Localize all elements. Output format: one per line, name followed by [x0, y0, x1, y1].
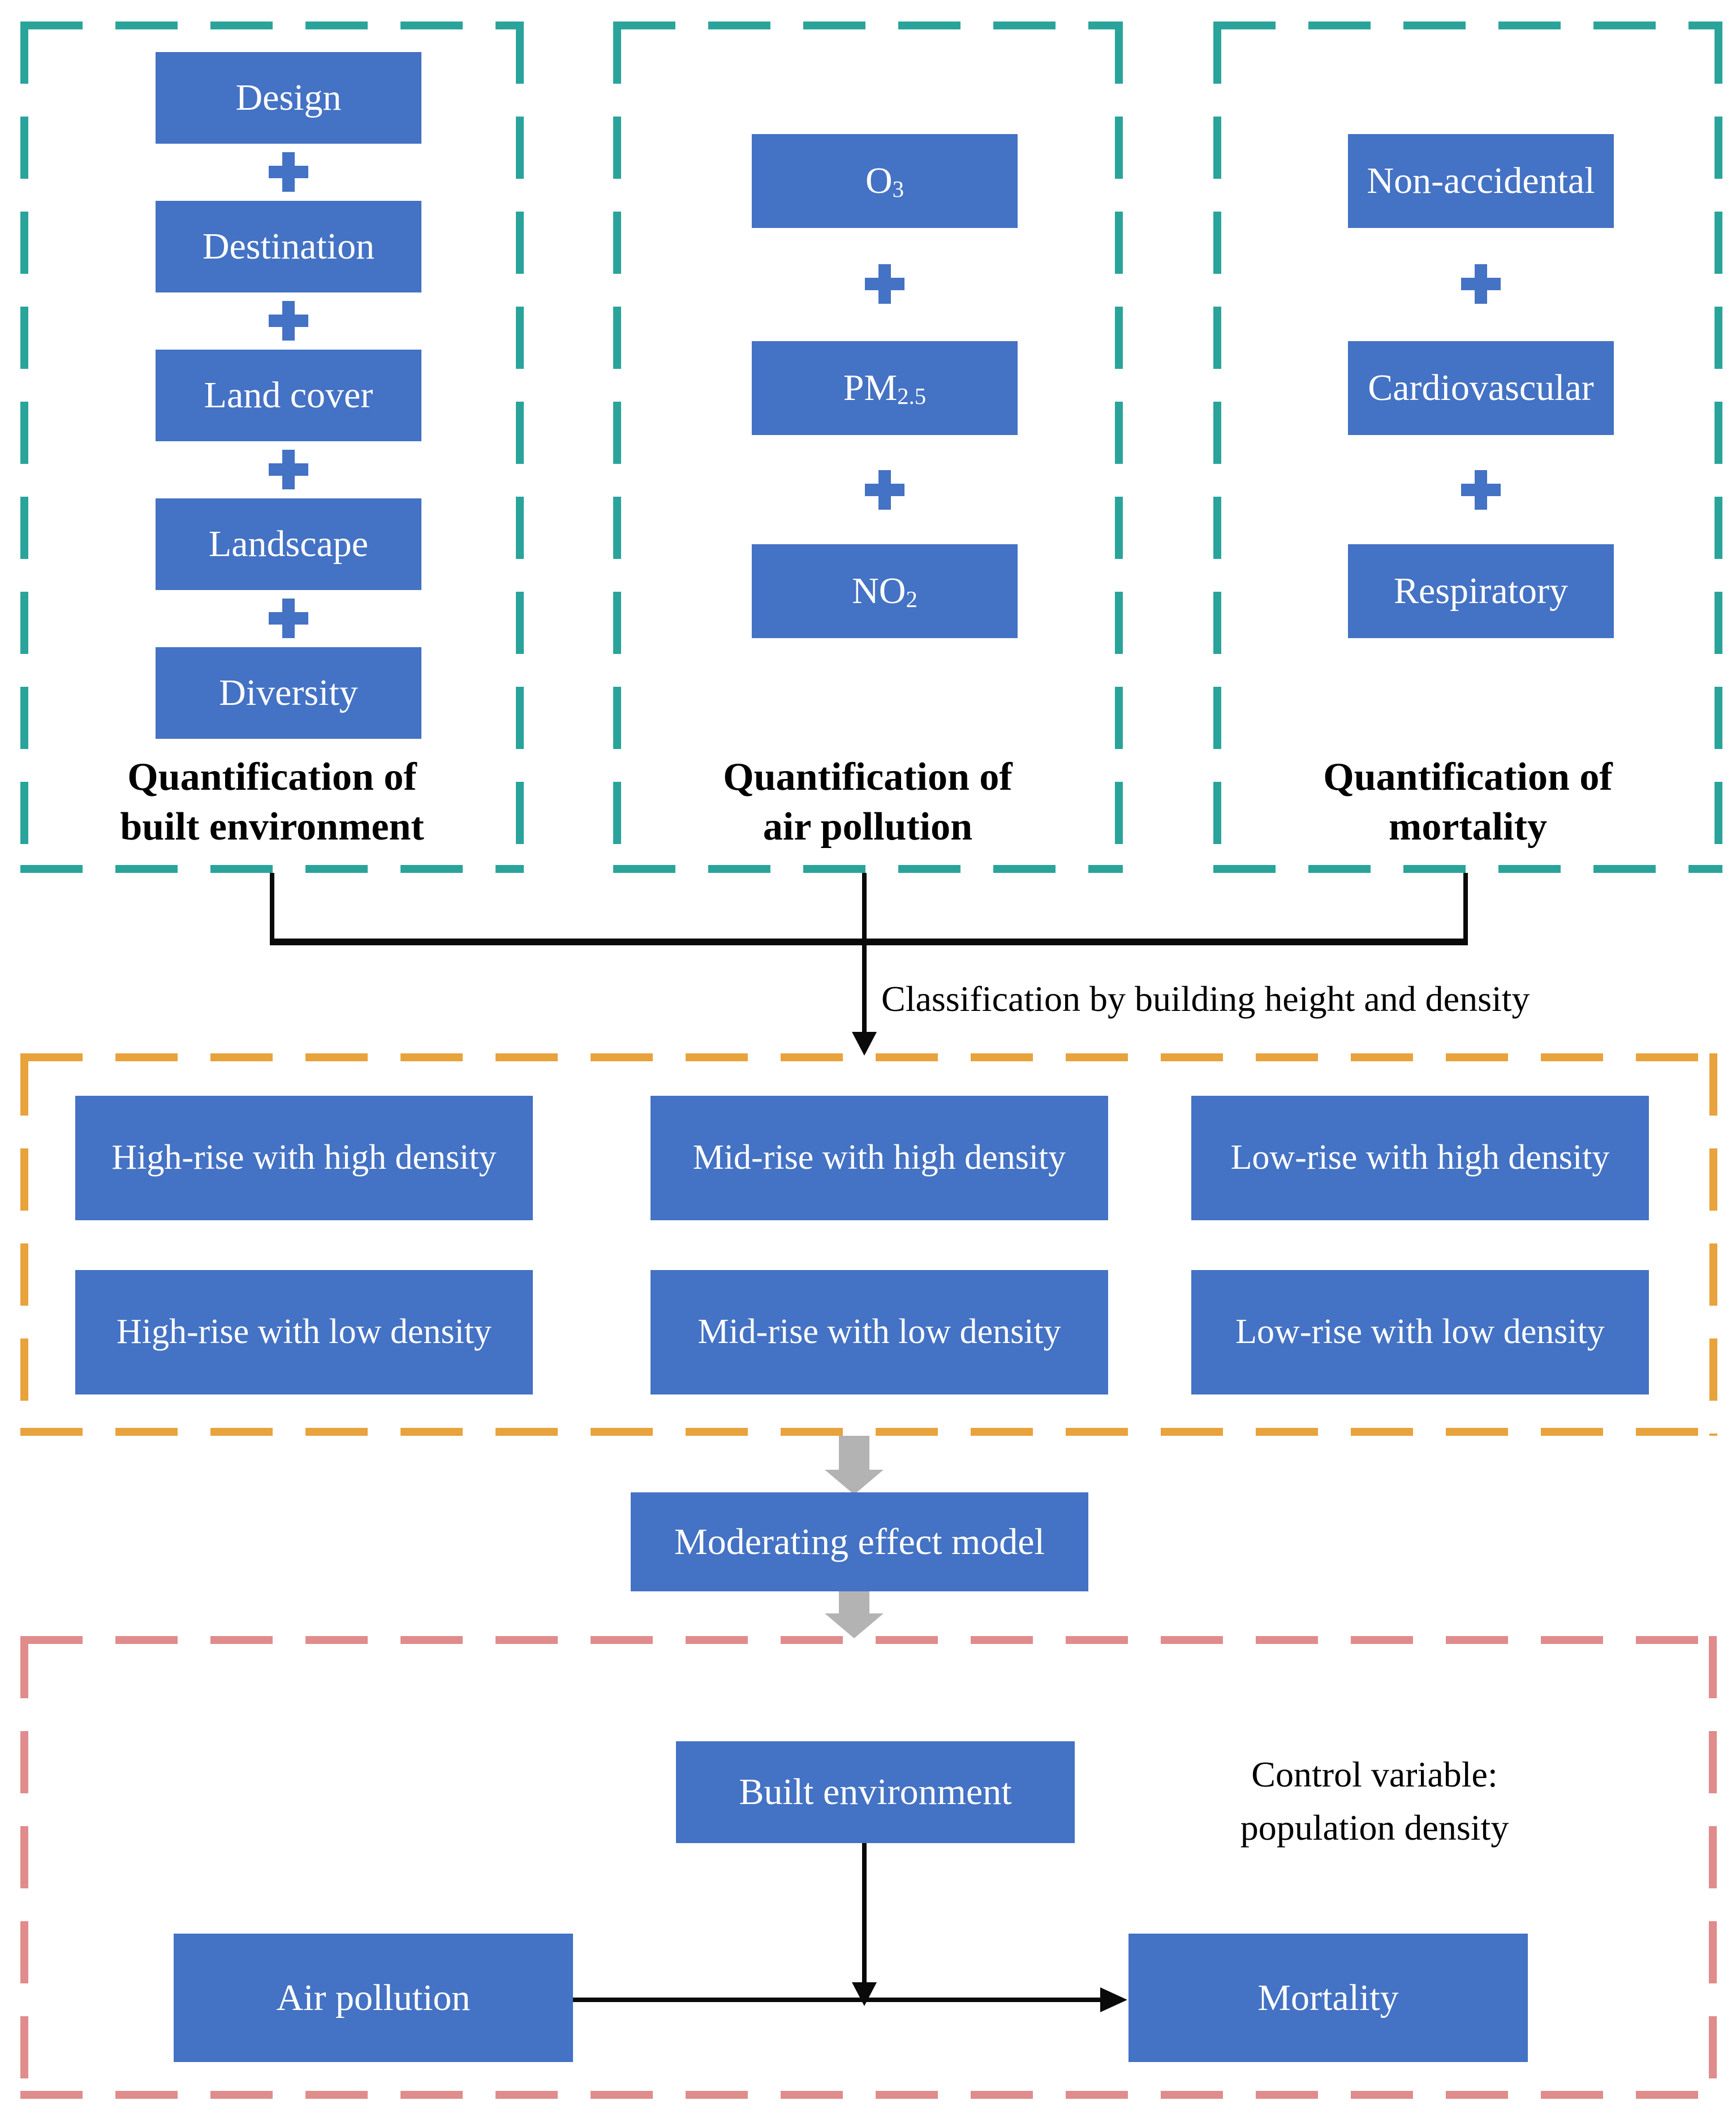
- moderating-effect-model-label: Moderating effect model: [674, 1521, 1045, 1563]
- no2-label: NO2: [852, 570, 917, 613]
- non-accidental-box: Non-accidental: [1348, 134, 1614, 228]
- control-variable-note: Control variable: population density: [1240, 1754, 1509, 1848]
- mortality-box: Mortality: [1128, 1934, 1528, 2062]
- arrowhead-down-icon: [852, 1982, 877, 2006]
- connector-line-right: [1463, 873, 1468, 942]
- built-environment-panel: [20, 21, 524, 873]
- high-rise-low-density-box: High-rise with low density: [75, 1270, 533, 1394]
- cardiovascular-label: Cardiovascular: [1368, 367, 1594, 409]
- high-rise-high-density-box: High-rise with high density: [75, 1096, 533, 1220]
- connector-line-left: [270, 873, 274, 942]
- landscape-label: Landscape: [208, 523, 369, 565]
- destination-label: Destination: [202, 226, 375, 268]
- plus-icon: [269, 599, 308, 638]
- land-cover-box: Land cover: [156, 350, 421, 441]
- built-environment-panel-title: Quantification of built environment: [120, 755, 424, 849]
- respiratory-box: Respiratory: [1348, 544, 1614, 638]
- built-environment-arrow-line: [862, 1843, 867, 1985]
- no2-box: NO2: [752, 544, 1018, 638]
- arrowhead-right-icon: [1100, 1987, 1127, 2012]
- low-rise-low-density-box: Low-rise with low density: [1191, 1270, 1649, 1394]
- gray-arrow-shaft: [839, 1591, 869, 1615]
- plus-icon: [269, 152, 308, 192]
- diversity-box: Diversity: [156, 647, 421, 739]
- non-accidental-label: Non-accidental: [1367, 160, 1595, 202]
- cardiovascular-box: Cardiovascular: [1348, 341, 1614, 435]
- plus-icon: [865, 264, 904, 304]
- diversity-label: Diversity: [219, 672, 358, 714]
- landscape-box: Landscape: [156, 498, 421, 590]
- moderating-effect-model-box: Moderating effect model: [631, 1492, 1088, 1591]
- built-environment-box: Built environment: [676, 1741, 1075, 1843]
- built-environment-label: Built environment: [739, 1771, 1012, 1813]
- plus-icon: [269, 301, 308, 341]
- pm25-box: PM2.5: [752, 341, 1018, 435]
- mortality-panel-title: Quantification of mortality: [1323, 755, 1613, 849]
- gray-arrow-shaft: [839, 1436, 869, 1471]
- plus-icon: [865, 470, 904, 510]
- o3-box: O3: [752, 134, 1018, 228]
- air-pollution-box: Air pollution: [174, 1934, 573, 2062]
- plus-icon: [1461, 264, 1501, 304]
- air-pollution-panel-title: Quantification of air pollution: [723, 755, 1013, 849]
- plus-icon: [1461, 470, 1501, 510]
- air-pollution-label: Air pollution: [276, 1977, 471, 2018]
- connector-line-horizontal: [270, 939, 1468, 945]
- destination-box: Destination: [156, 201, 421, 292]
- plus-icon: [269, 450, 308, 489]
- design-label: Design: [235, 77, 342, 119]
- classification-arrow-line: [862, 945, 867, 1034]
- o3-label: O3: [865, 160, 904, 203]
- respiratory-label: Respiratory: [1394, 570, 1568, 612]
- mid-rise-low-density-box: Mid-rise with low density: [651, 1270, 1108, 1394]
- arrowhead-down-icon: [852, 1032, 877, 1056]
- gray-arrow-down-icon: [825, 1613, 884, 1638]
- gray-arrow-down-icon: [825, 1470, 884, 1495]
- mid-rise-high-density-box: Mid-rise with high density: [651, 1096, 1108, 1220]
- low-rise-high-density-box: Low-rise with high density: [1191, 1096, 1649, 1220]
- mortality-label: Mortality: [1257, 1977, 1399, 2018]
- classification-label: Classification by building height and de…: [881, 979, 1530, 1019]
- connector-line-center: [862, 873, 867, 942]
- pm25-label: PM2.5: [843, 367, 927, 410]
- design-box: Design: [156, 52, 421, 144]
- land-cover-label: Land cover: [204, 375, 373, 416]
- air-pollution-mortality-arrow-line: [573, 1998, 1101, 2002]
